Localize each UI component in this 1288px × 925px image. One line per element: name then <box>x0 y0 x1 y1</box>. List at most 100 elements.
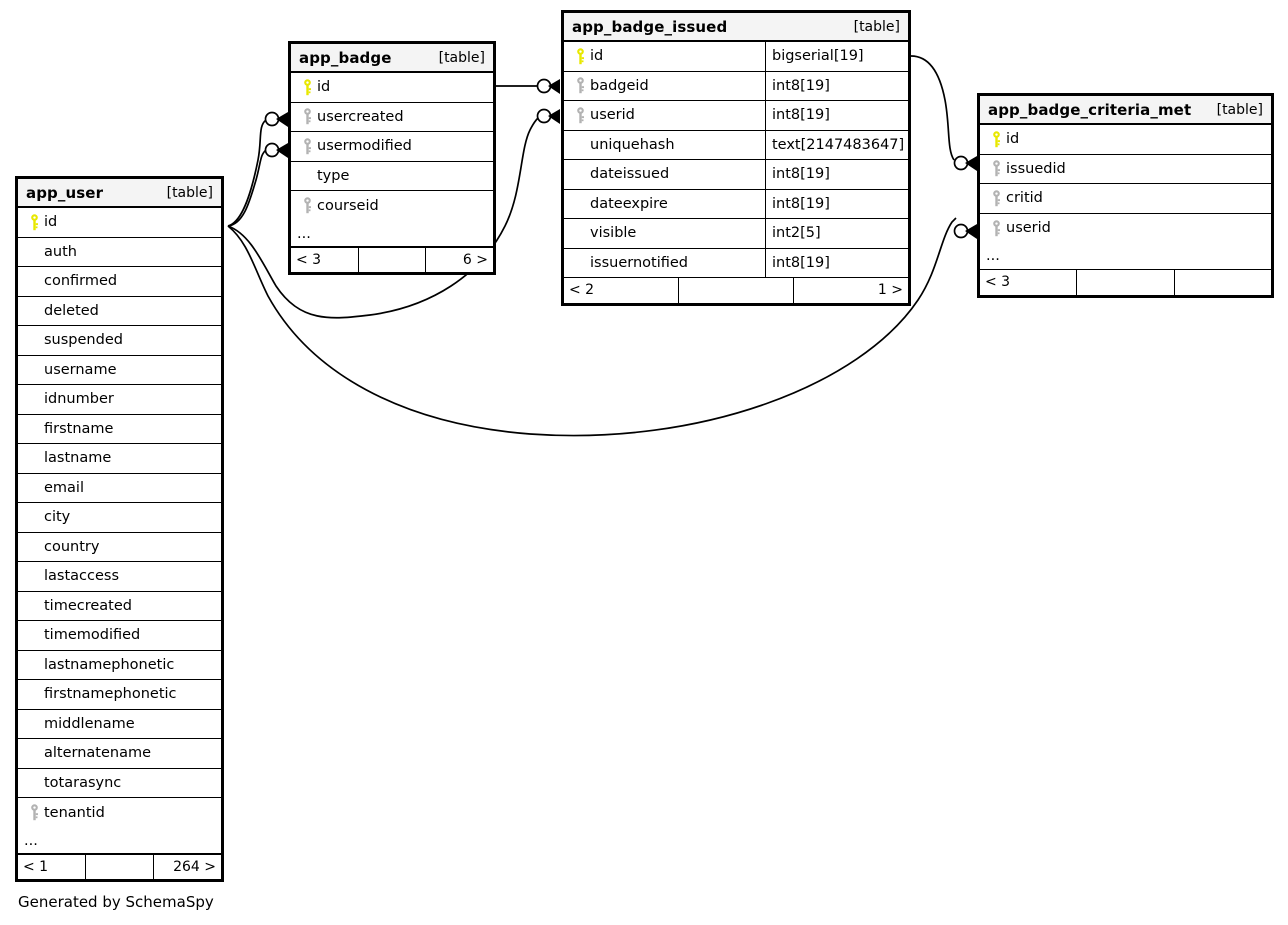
column-row-issuernotified[interactable]: issuernotified int8[19] <box>564 248 908 278</box>
edge-app_user-id-to-app_badge-usermodified <box>227 149 267 227</box>
footer-incoming-count[interactable]: < 2 <box>569 282 595 298</box>
column-row-tenantid[interactable]: tenantid <box>18 798 221 828</box>
column-row-timecreated[interactable]: timecreated <box>18 591 221 621</box>
foreign-key-icon <box>986 190 1006 207</box>
column-row-firstnamephonetic[interactable]: firstnamephonetic <box>18 680 221 710</box>
column-name-cell: dateexpire <box>564 190 765 219</box>
column-row-city[interactable]: city <box>18 503 221 533</box>
column-row-lastnamephonetic[interactable]: lastnamephonetic <box>18 650 221 680</box>
column-label: issuernotified <box>590 255 688 272</box>
column-name-cell: city <box>18 503 221 532</box>
footer-outgoing-count[interactable]: 264 > <box>153 854 221 879</box>
column-label: critid <box>1006 190 1043 207</box>
column-row-type[interactable]: type <box>291 161 493 191</box>
column-row-lastaccess[interactable]: lastaccess <box>18 562 221 592</box>
column-type-label: text[2147483647] <box>772 136 905 153</box>
column-name-cell: usercreated <box>291 103 493 132</box>
footer-incoming-count[interactable]: < 3 <box>985 274 1011 290</box>
column-row-confirmed[interactable]: confirmed <box>18 267 221 297</box>
column-type-label: bigserial[19] <box>772 48 864 65</box>
column-label: dateexpire <box>590 195 668 212</box>
column-type-cell: int8[19] <box>765 101 908 130</box>
column-label: firstname <box>44 420 114 437</box>
footer-middle <box>357 247 426 272</box>
table-footer: < 2 1 > <box>564 276 908 303</box>
column-name-cell: username <box>18 356 221 385</box>
column-row-critid[interactable]: critid <box>980 184 1271 214</box>
column-name-cell: confirmed <box>18 267 221 296</box>
column-label: firstnamephonetic <box>44 686 177 703</box>
column-row-userid[interactable]: userid <box>980 213 1271 243</box>
column-row-issuedid[interactable]: issuedid <box>980 154 1271 184</box>
column-name-cell: idnumber <box>18 385 221 414</box>
foreign-key-icon <box>297 108 317 125</box>
footer-incoming-count[interactable]: < 3 <box>296 251 322 268</box>
column-name-cell: courseid <box>291 191 493 221</box>
column-name-cell: dateissued <box>564 160 765 189</box>
column-row-suspended[interactable]: suspended <box>18 326 221 356</box>
column-row-firstname[interactable]: firstname <box>18 414 221 444</box>
column-row-username[interactable]: username <box>18 355 221 385</box>
column-row-totarasync[interactable]: totarasync <box>18 768 221 798</box>
column-label: lastname <box>44 450 112 467</box>
table-title: app_badge_criteria_met <box>988 100 1192 119</box>
column-name-cell: type <box>291 162 493 191</box>
column-name-cell: email <box>18 474 221 503</box>
column-type-label: int8[19] <box>772 255 830 272</box>
footer-outgoing-count[interactable]: 1 > <box>793 277 908 303</box>
column-row-id[interactable]: id <box>18 208 221 238</box>
column-row-courseid[interactable]: courseid <box>291 191 493 221</box>
column-row-country[interactable]: country <box>18 532 221 562</box>
column-type-cell: text[2147483647] <box>765 130 908 159</box>
column-label: userid <box>1006 220 1051 237</box>
column-row-dateissued[interactable]: dateissued int8[19] <box>564 160 908 190</box>
column-row-usercreated[interactable]: usercreated <box>291 102 493 132</box>
column-label: lastaccess <box>44 568 120 585</box>
table-header-app_badge_criteria_met: app_badge_criteria_met [table] <box>980 96 1271 125</box>
column-row-usermodified[interactable]: usermodified <box>291 132 493 162</box>
column-label: usermodified <box>317 138 412 155</box>
column-row-idnumber[interactable]: idnumber <box>18 385 221 415</box>
column-row-timemodified[interactable]: timemodified <box>18 621 221 651</box>
column-row-id[interactable]: id <box>980 125 1271 155</box>
column-type-label: int8[19] <box>772 166 830 183</box>
column-row-lastname[interactable]: lastname <box>18 444 221 474</box>
column-label: timemodified <box>44 627 141 644</box>
table-title: app_badge <box>299 48 392 67</box>
footer-middle <box>1076 269 1173 295</box>
column-label: type <box>317 167 350 184</box>
footer-incoming-count[interactable]: < 1 <box>23 858 49 875</box>
primary-key-icon <box>297 79 317 96</box>
column-label: auth <box>44 243 77 260</box>
footer-outgoing-count[interactable] <box>1173 269 1271 295</box>
column-type-cell: bigserial[19] <box>765 42 908 71</box>
column-row-id[interactable]: id <box>291 73 493 103</box>
column-row-deleted[interactable]: deleted <box>18 296 221 326</box>
column-row-auth[interactable]: auth <box>18 237 221 267</box>
column-name-cell: id <box>291 73 493 102</box>
column-type-label: int2[5] <box>772 225 821 242</box>
column-label: country <box>44 538 100 555</box>
footer-outgoing-count[interactable]: 6 > <box>425 247 493 272</box>
column-row-alternatename[interactable]: alternatename <box>18 739 221 769</box>
column-name-cell: usermodified <box>291 132 493 161</box>
more-columns-indicator: ... <box>291 221 493 248</box>
column-label: city <box>44 509 71 526</box>
column-row-email[interactable]: email <box>18 473 221 503</box>
column-name-cell: firstname <box>18 415 221 444</box>
column-label: dateissued <box>590 166 670 183</box>
column-label: tenantid <box>44 804 105 821</box>
column-row-middlename[interactable]: middlename <box>18 709 221 739</box>
